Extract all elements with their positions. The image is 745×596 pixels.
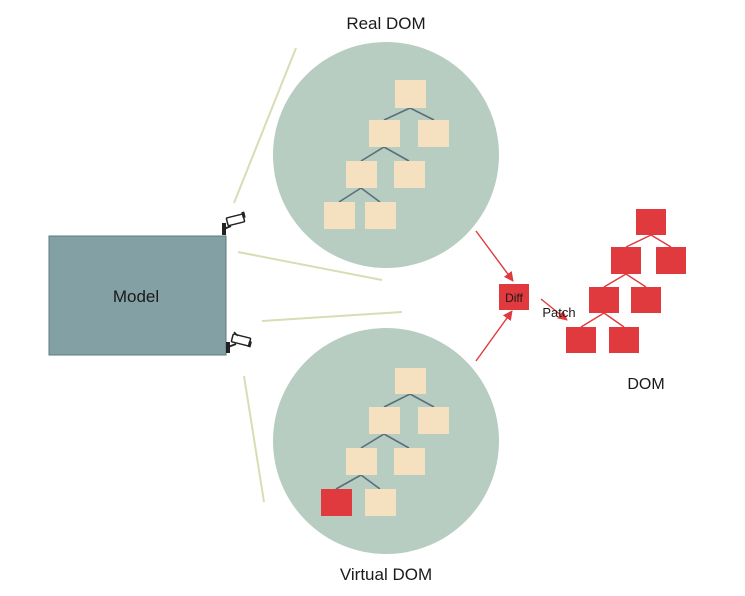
arrow-diff-to-dom <box>540 298 568 321</box>
virtual-dom-group <box>273 328 499 554</box>
dom-node <box>631 287 661 313</box>
diff-box <box>499 284 529 310</box>
view-line <box>243 375 265 503</box>
real-dom-tree-edges <box>338 107 435 203</box>
virtual-dom-tree-nodes <box>321 368 449 516</box>
real-dom-circle <box>273 42 499 268</box>
patch-label: Patch <box>542 305 575 320</box>
diff-arrows <box>475 230 568 362</box>
result-dom-nodes <box>566 209 686 353</box>
result-dom-group <box>566 209 686 353</box>
virtual-dom-label: Virtual DOM <box>340 565 432 584</box>
real-dom-tree-nodes <box>324 80 449 229</box>
security-camera-icon <box>222 211 246 235</box>
dom-node <box>636 209 666 235</box>
tree-node <box>369 407 400 434</box>
tree-node <box>394 448 425 475</box>
view-line <box>237 251 383 281</box>
security-camera-icon <box>226 331 252 353</box>
model-group <box>48 235 227 356</box>
model-label: Model <box>113 287 159 306</box>
virtual-dom-circle <box>273 328 499 554</box>
tree-node <box>395 368 426 394</box>
tree-node <box>418 407 449 434</box>
real-dom-group <box>273 42 499 268</box>
tree-node <box>369 120 400 147</box>
diff-label: Diff <box>505 291 523 305</box>
tree-node <box>365 489 396 516</box>
tree-node <box>394 161 425 188</box>
dom-node <box>609 327 639 353</box>
tree-node <box>365 202 396 229</box>
dom-label: DOM <box>627 376 664 393</box>
changed-tree-node <box>321 489 352 516</box>
result-dom-edges <box>580 234 672 328</box>
tree-node <box>324 202 355 229</box>
arrow-virtual-to-diff <box>475 310 513 362</box>
tree-node <box>418 120 449 147</box>
arrow-real-to-diff <box>475 230 514 282</box>
tree-node <box>346 161 377 188</box>
view-lines <box>233 47 403 503</box>
model-box <box>48 235 227 356</box>
dom-node <box>589 287 619 313</box>
view-line <box>261 311 403 322</box>
dom-node <box>656 247 686 274</box>
tree-node <box>395 80 426 108</box>
dom-node <box>611 247 641 274</box>
virtual-dom-tree-edges <box>335 393 435 490</box>
real-dom-label: Real DOM <box>346 14 425 33</box>
view-line <box>233 47 297 204</box>
tree-node <box>346 448 377 475</box>
dom-node <box>566 327 596 353</box>
